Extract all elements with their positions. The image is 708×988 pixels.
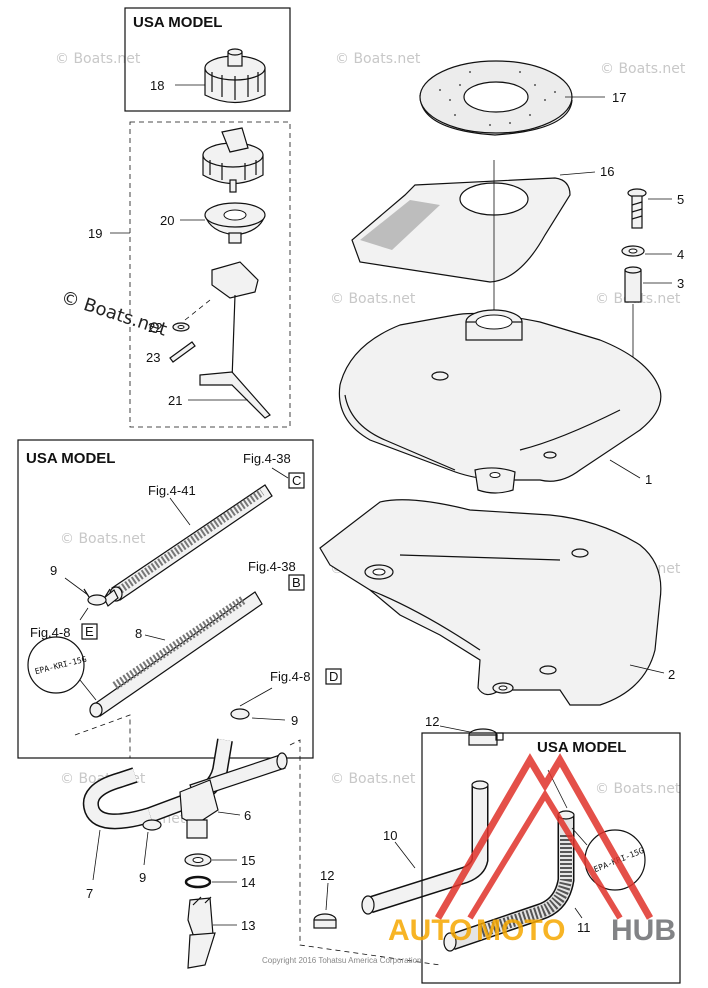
epa-stamp: EPA-KRI-15G <box>27 636 88 694</box>
washer-22 <box>172 299 211 332</box>
braided-hose-upper <box>103 484 273 607</box>
watermark-tile: © Boats.net <box>60 531 146 547</box>
part-number: 3 <box>677 276 684 291</box>
logo-hub: HUB <box>611 914 676 947</box>
foam-ring-17 <box>419 60 573 136</box>
clip-9-mid <box>230 708 250 720</box>
part-number: 23 <box>146 350 160 365</box>
watermark-tile: © Boats.net <box>335 51 421 67</box>
watermark-tile: © Boats.net <box>330 291 416 307</box>
watermark-tile: © Boats.net <box>600 61 686 77</box>
part-number: 13 <box>241 918 255 933</box>
part-number: 9 <box>50 563 57 578</box>
ref-box-b: B <box>292 575 301 590</box>
ref-box-e: E <box>85 624 94 639</box>
automotohub-logo: AUTO MOTO HUB <box>388 753 676 947</box>
ref-box-d: D <box>329 669 338 684</box>
hose-11 <box>443 810 575 952</box>
box-title: USA MODEL <box>133 14 222 31</box>
hose-usa-model-box: USA MODEL Fig.4-38 C Fig.4-41 Fig.4-38 B… <box>17 439 314 759</box>
part-number: 15 <box>241 853 255 868</box>
part-number: 19 <box>88 226 102 241</box>
collar-3 <box>624 266 642 303</box>
watermark-corner: © Boats.net <box>58 287 169 341</box>
part-number: 14 <box>241 875 255 890</box>
oring-14 <box>184 875 212 889</box>
ref-fig: Fig.4-8 <box>270 669 310 684</box>
fuel-gauge-21 <box>199 261 271 419</box>
connector-13 <box>187 896 216 969</box>
washer-15 <box>184 853 212 867</box>
cap-assembly-group-19: 19 20 21 <box>88 121 291 428</box>
hose-10 <box>361 780 489 915</box>
pin-23 <box>169 341 196 363</box>
part-number: 18 <box>150 78 164 93</box>
part-number: 20 <box>160 213 174 228</box>
logo-auto: AUTO <box>388 914 472 947</box>
ref-fig: Fig.4-38 <box>248 559 296 574</box>
box-title: USA MODEL <box>26 450 115 467</box>
box-title: USA MODEL <box>537 739 626 756</box>
part-number: 9 <box>291 713 298 728</box>
part-number: 22 <box>148 320 162 335</box>
clip-9-lower <box>142 819 162 831</box>
tank-tray-2 <box>319 499 662 706</box>
watermark-tile: © Boats.net <box>595 781 681 797</box>
watermark-tile: © Boats.net <box>330 771 416 787</box>
gasket-20 <box>204 202 266 244</box>
wing-cap <box>202 127 264 193</box>
logo-moto: MOTO <box>476 914 565 947</box>
pad-16 <box>351 177 571 283</box>
bolt-5 <box>627 188 647 229</box>
ref-box-c: C <box>292 473 301 488</box>
part-number: 10 <box>383 828 397 843</box>
part-number: 8 <box>135 626 142 641</box>
part-number: 12 <box>425 714 439 729</box>
part-number: 9 <box>139 870 146 885</box>
watermark-tile: © Boats.net <box>55 51 141 67</box>
ref-fig: Fig.4-41 <box>148 483 196 498</box>
part-number: 11 <box>577 920 591 935</box>
part-number: 2 <box>668 667 675 682</box>
ref-fig: Fig.4-38 <box>243 451 291 466</box>
part-number: 21 <box>168 393 182 408</box>
part-number: 6 <box>244 808 251 823</box>
ref-fig: Fig.4-8 <box>30 625 70 640</box>
fuel-tank-upper-1 <box>338 309 662 494</box>
part-number: 12 <box>320 868 334 883</box>
washer-4 <box>621 245 645 257</box>
part-number: 1 <box>645 472 652 487</box>
fitting-6 <box>179 752 288 839</box>
clip-12-lower <box>313 913 337 929</box>
fuel-cap-18 <box>204 48 266 104</box>
clip-9-upper <box>83 588 111 606</box>
part-number: 5 <box>677 192 684 207</box>
part-number: 7 <box>86 886 93 901</box>
part-number: 17 <box>612 90 626 105</box>
cap-usa-model-box: USA MODEL 18 <box>124 7 291 112</box>
part-number: 4 <box>677 247 684 262</box>
part-number: 16 <box>600 164 614 179</box>
fuel-hose-8 <box>89 591 263 718</box>
clip-12-upper <box>468 728 504 746</box>
copyright: Copyright 2016 Tohatsu America Corporati… <box>262 956 422 965</box>
epa-label: EPA-KRI-15G <box>34 655 88 677</box>
